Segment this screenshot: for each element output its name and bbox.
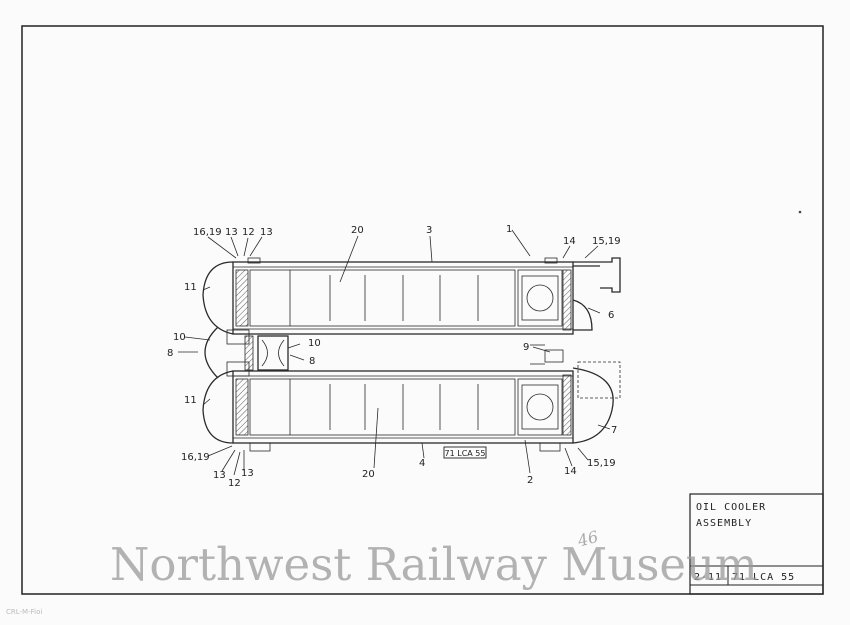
callout-12-top: 12 xyxy=(242,227,255,238)
callout-16-19-bottom: 16,19 xyxy=(181,452,210,463)
callout-13-top-left: 13 xyxy=(225,227,238,238)
callout-10-left: 10 xyxy=(173,332,186,343)
drawing-number: 71 LCA 55 xyxy=(732,572,795,583)
corner-mark: CRL-M-Fioi xyxy=(6,608,42,616)
callout-8-center: 8 xyxy=(309,356,315,367)
callout-20-bottom: 20 xyxy=(362,469,375,480)
callout-15-19-top: 15,19 xyxy=(592,236,621,247)
leader-lines xyxy=(178,229,611,476)
callout-2: 2 xyxy=(527,475,533,486)
sheet-number: 2-11 xyxy=(694,572,722,583)
title-line-1: OIL COOLER xyxy=(696,502,766,513)
callout-11-bottom: 11 xyxy=(184,395,197,406)
title-line-2: ASSEMBLY xyxy=(696,518,752,529)
callout-13-bottom-left: 13 xyxy=(213,470,226,481)
title-block: OIL COOLER ASSEMBLY 2-11 71 LCA 55 xyxy=(689,493,824,595)
callout-11-top: 11 xyxy=(184,282,197,293)
upper-left-end-cover xyxy=(202,261,234,335)
sheet-speck xyxy=(798,210,802,214)
callout-16-19-top: 16,19 xyxy=(193,227,222,238)
center-connector xyxy=(226,329,564,377)
callout-8-left: 8 xyxy=(167,348,173,359)
lower-cooler-body xyxy=(232,361,621,452)
callout-14-top: 14 xyxy=(563,236,576,247)
watermark-text: Northwest Railway Museum xyxy=(110,538,758,591)
upper-cooler-body xyxy=(232,257,621,335)
callout-7: 7 xyxy=(611,425,617,436)
sheet-border xyxy=(21,25,824,595)
callout-6: 6 xyxy=(608,310,614,321)
callout-13-top-right: 13 xyxy=(260,227,273,238)
callout-4: 4 xyxy=(419,458,425,469)
drawing-stamp-box xyxy=(443,446,487,459)
callout-15-19-bottom: 15,19 xyxy=(587,458,616,469)
callout-12-bottom: 12 xyxy=(228,478,241,489)
callout-labels: 16,19 13 12 13 20 3 1 14 15,19 11 6 10 1… xyxy=(167,224,621,489)
handwritten-mark: 46 xyxy=(575,527,601,551)
callout-10-center: 10 xyxy=(308,338,321,349)
callout-20-top: 20 xyxy=(351,225,364,236)
lower-left-end-cover xyxy=(202,370,234,444)
callout-1: 1 xyxy=(506,224,512,235)
drawing-stamp-label: 71 LCA 55 xyxy=(445,449,486,458)
callout-14-bottom: 14 xyxy=(564,466,577,477)
callout-3: 3 xyxy=(426,225,432,236)
left-connector xyxy=(204,326,219,379)
callout-13-bottom-right: 13 xyxy=(241,468,254,479)
cooler-assembly: 71 LCA 55 xyxy=(202,257,621,459)
callout-9: 9 xyxy=(523,342,529,353)
